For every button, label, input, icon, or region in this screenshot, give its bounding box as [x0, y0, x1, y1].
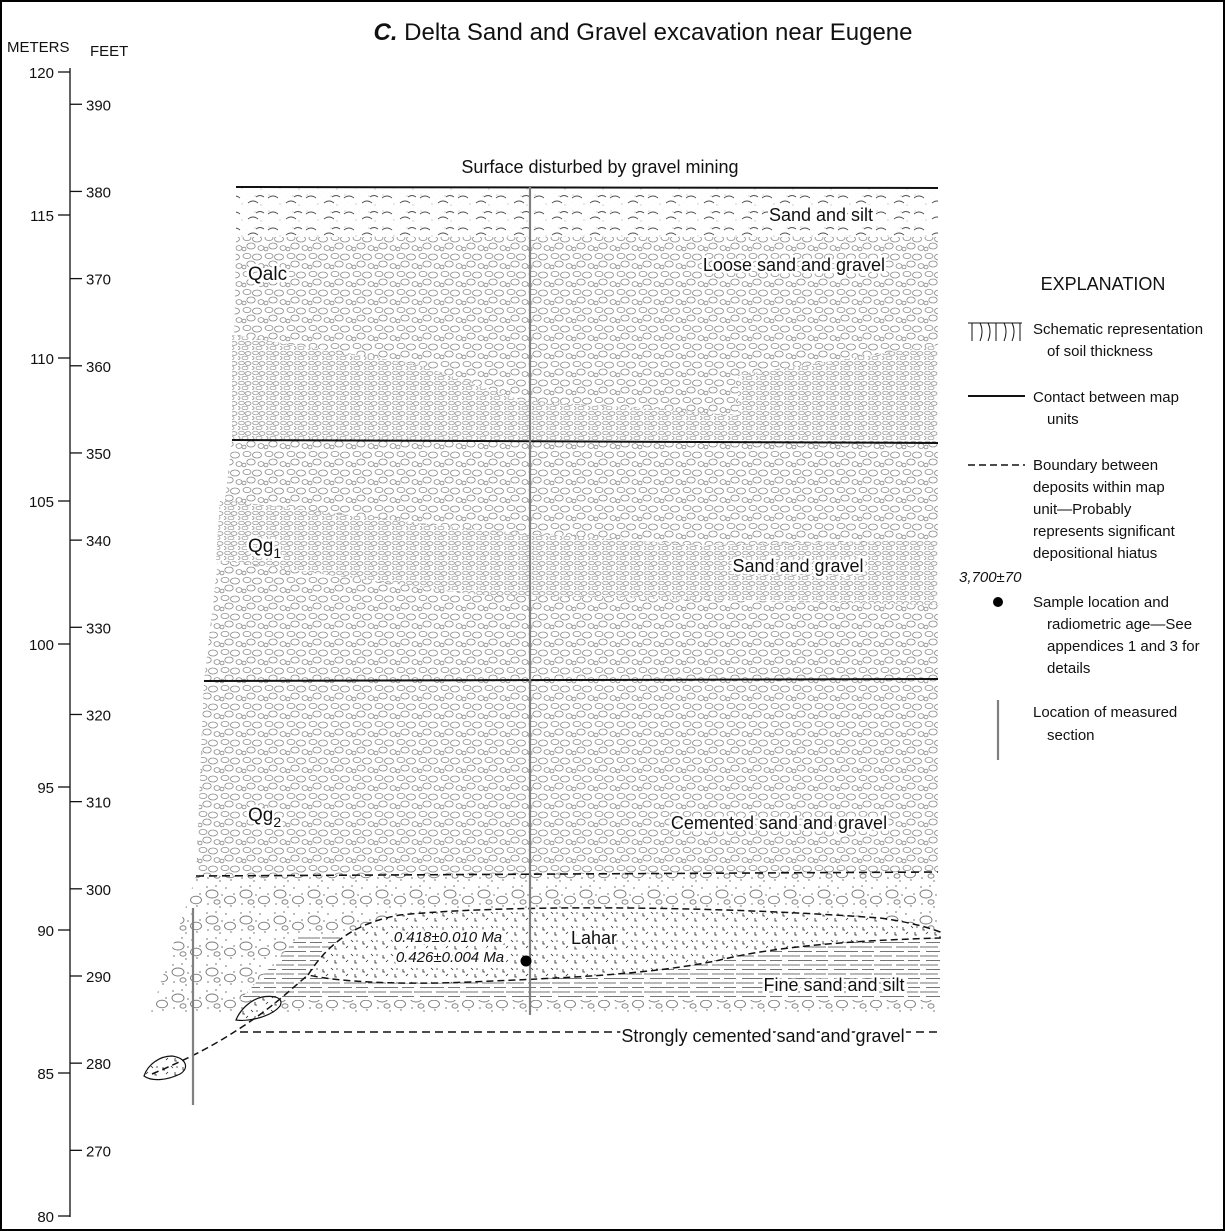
feet-tick-label: 380: [86, 184, 111, 201]
meter-tick-label: 120: [29, 65, 54, 82]
feet-tick-label: 320: [86, 707, 111, 724]
age-1: 0.418±0.010 Ma: [394, 929, 502, 946]
cross-section: Surface disturbed by gravel mining Sand …: [143, 157, 941, 1105]
label-sand-silt: Sand and silt: [769, 205, 873, 225]
age-2: 0.426±0.004 Ma: [396, 949, 504, 966]
sample-point: [520, 955, 532, 967]
title-prefix: C.: [373, 19, 397, 46]
feet-tick-label: 350: [86, 446, 111, 463]
boundary-lahar: [151, 974, 309, 1075]
label-strongly: Strongly cemented sand and gravel: [621, 1026, 904, 1046]
explanation-sample: Sample location and radiometric age—See …: [1033, 594, 1204, 677]
lahar-lens: [306, 907, 941, 984]
contact-qalc-qg1: [231, 439, 939, 444]
meters-label: METERS: [7, 39, 70, 56]
sample-dot-icon: [993, 597, 1003, 607]
soil-symbol-icon: [968, 322, 1022, 342]
unit-qalc: Qalc: [248, 264, 287, 285]
surface-label: Surface disturbed by gravel mining: [461, 157, 738, 177]
boundary-1: [195, 871, 939, 877]
feet-ticks: 390 380 370 360 350 340 330 320 310 300 290 280 270: [70, 97, 111, 1160]
feet-tick-label: 390: [86, 97, 111, 114]
feet-tick-label: 310: [86, 795, 111, 812]
feet-tick-label: 360: [86, 359, 111, 376]
label-fine: Fine sand and silt: [763, 975, 904, 995]
layer-cemented: [196, 679, 938, 876]
meter-tick-label: 90: [37, 923, 54, 940]
meter-tick-label: 95: [37, 780, 54, 797]
meter-tick-label: 105: [29, 494, 54, 511]
lahar-clast: [235, 995, 282, 1021]
figure-title: C. Delta Sand and Gravel excavation near…: [373, 19, 912, 46]
title-text: Delta Sand and Gravel excavation near Eu…: [397, 19, 912, 46]
unit-qg1: Qg1: [248, 536, 281, 561]
contact-top: [235, 186, 939, 189]
contact-qg1-qg2: [203, 678, 939, 682]
meter-tick-label: 85: [37, 1066, 54, 1083]
label-loose: Loose sand and gravel: [703, 255, 885, 275]
feet-tick-label: 330: [86, 620, 111, 637]
meter-tick-label: 115: [30, 208, 54, 225]
feet-tick-label: 300: [86, 882, 111, 899]
feet-tick-label: 290: [86, 969, 111, 986]
feet-tick-label: 370: [86, 272, 111, 289]
label-sand-gravel: Sand and gravel: [732, 556, 863, 576]
feet-tick-label: 270: [86, 1143, 111, 1160]
meter-tick-label: 100: [29, 637, 54, 654]
meter-tick-label: 80: [37, 1209, 54, 1226]
explanation-age-example: 3,700±70: [959, 569, 1022, 586]
feet-tick-label: 340: [86, 533, 111, 550]
meter-tick-label: 110: [30, 351, 54, 368]
label-lahar: Lahar: [571, 928, 617, 948]
feet-label: FEET: [90, 43, 128, 60]
unit-qg2: Qg2: [248, 805, 281, 830]
label-cemented: Cemented sand and gravel: [671, 813, 887, 833]
explanation-boundary: Boundary between deposits within map uni…: [1033, 457, 1179, 562]
feet-tick-label: 280: [86, 1056, 111, 1073]
meter-ticks: 120 115 110 105 100 95 90 85 80: [29, 65, 70, 1226]
explanation-title: EXPLANATION: [1041, 274, 1166, 294]
